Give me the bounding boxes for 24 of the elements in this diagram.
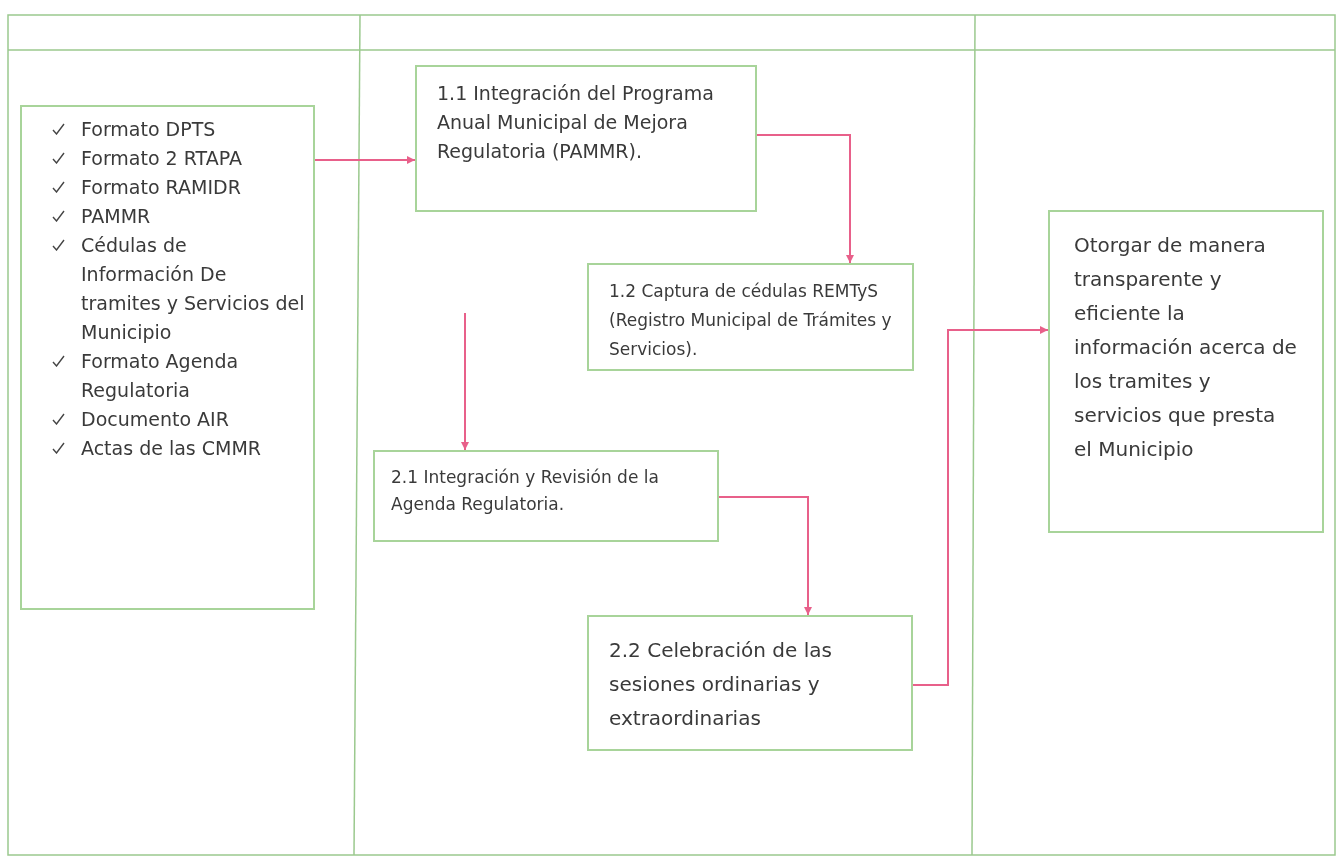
box-text: 1.1 Integración del Programa Anual Municipal de Mejora Regulatoria (PAMMR). xyxy=(437,81,715,164)
process-box xyxy=(587,615,913,751)
list-item: Formato 2 RTAPA xyxy=(81,146,243,171)
arrow xyxy=(756,134,854,264)
arrow xyxy=(912,326,1049,686)
list-item: Cédulas de Información De tramites y Servicios del Municipio xyxy=(81,233,305,345)
box-text: Otorgar de manera transparente y eficiente la información acerca de los tramites y servicios que presta el Municipio xyxy=(1074,232,1298,463)
process-box xyxy=(415,65,757,212)
arrow xyxy=(314,156,416,164)
list-item: Documento AIR xyxy=(81,407,230,432)
box-text: 2.2 Celebración de las sesiones ordinarias y extraordinarias xyxy=(609,637,833,732)
list-item: Formato DPTS xyxy=(81,117,217,142)
list-item: Formato RAMIDR xyxy=(81,175,242,200)
input-list-box xyxy=(20,105,315,610)
list-item: Actas de las CMMR xyxy=(81,436,263,461)
list-item: Formato Agenda Regulatoria xyxy=(81,349,240,403)
result-box xyxy=(1048,210,1324,533)
list-item: PAMMR xyxy=(81,204,152,229)
process-box xyxy=(373,450,719,542)
box-text: 1.2 Captura de cédulas REMTyS (Registro Municipal de Trámites y Servicios). xyxy=(609,280,892,361)
arrow xyxy=(718,496,812,616)
box-text: 2.1 Integración y Revisión de la Agenda Regulatoria. xyxy=(391,466,660,516)
arrow xyxy=(461,312,469,451)
process-box xyxy=(587,263,914,371)
